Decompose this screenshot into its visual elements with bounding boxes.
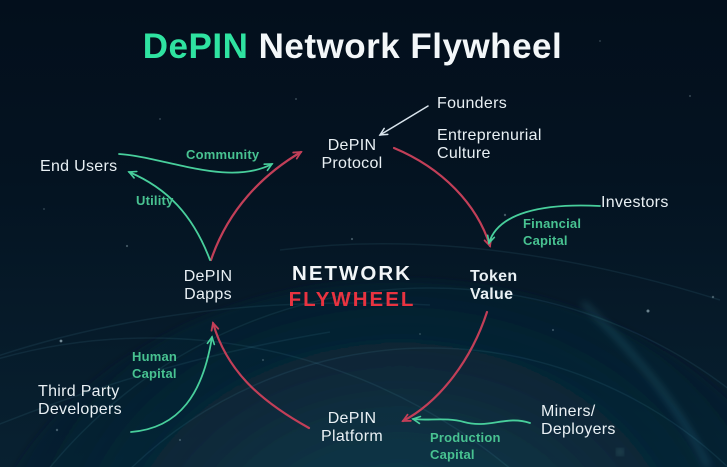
arrow-production-capital-flow [411,415,531,425]
earth-globe [16,280,727,467]
arrow-platform-to-dapps [210,321,311,430]
flow-label-community: Community [186,147,260,162]
title-highlight: DePIN [142,27,249,66]
node-depin-protocol: DePIN Protocol [321,137,383,172]
page-title: DePIN Network Flywheel [0,27,705,67]
node-end-users: End Users [40,158,118,175]
arrow-founders-to-protocol [378,105,429,136]
flow-label-financial-capital: Financial Capital [523,216,582,248]
globe-network-arcs [0,243,727,467]
center-label-flywheel: FLYWHEEL [288,288,416,311]
node-depin-platform: DePIN Platform [321,410,383,445]
node-third-party-developers: Third Party Developers [38,383,122,418]
arrow-token-value-to-platform [401,310,489,423]
arrow-human-capital-flow [130,335,216,433]
arrow-utility-flow [127,170,211,261]
node-investors: Investors [601,194,669,211]
node-depin-dapps: DePIN Dapps [183,268,233,303]
flow-label-human-capital: Human Capital [132,349,178,381]
flow-label-production-capital: Production Capital [430,430,501,462]
center-label-network: NETWORK [292,262,412,285]
node-founders: Founders [437,95,507,112]
arrow-community-flow [118,153,274,174]
arrow-dapps-to-protocol [209,150,303,262]
title-rest: Network Flywheel [248,27,563,66]
node-entrepreneurial-culture: Entreprenurial Culture [437,127,542,162]
node-miners-deployers: Miners/ Deployers [541,403,616,438]
arrow-financial-capital-flow [486,204,601,245]
globe-limb-glow [581,301,710,467]
flow-label-utility: Utility [136,193,174,208]
node-token-value: Token Value [470,268,518,303]
background-stars [43,40,715,455]
arrow-protocol-to-token-value [392,146,493,248]
